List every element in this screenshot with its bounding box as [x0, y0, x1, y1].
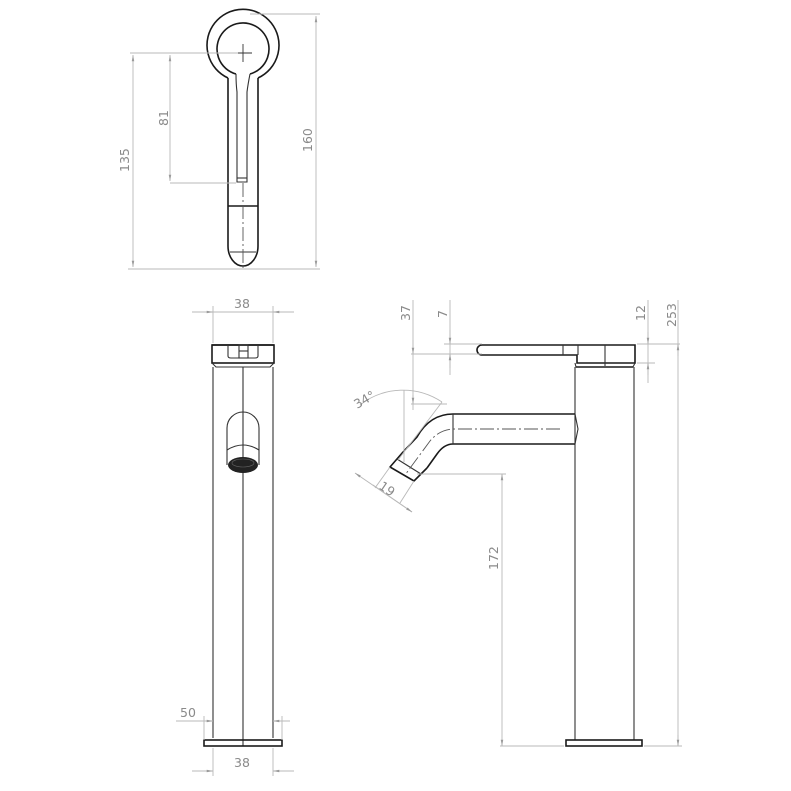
dim-19-label: 19: [376, 478, 398, 499]
cap: [211, 344, 275, 364]
dim-160-label: 160: [300, 128, 315, 152]
dim-172-label: 172: [486, 546, 501, 570]
dim-12-label: 12: [633, 305, 648, 321]
side-base-plate: [565, 739, 643, 747]
handle-ring-inner: [216, 22, 270, 75]
dim-50-label: 50: [180, 705, 196, 720]
dim-34-label: 34°: [351, 388, 378, 412]
top-view: 81 135 160: [117, 8, 320, 270]
spout-tip: [388, 451, 428, 483]
aerator: [228, 457, 258, 473]
handle-ring-outer: [206, 8, 280, 79]
lever-slot: [235, 73, 251, 183]
dim-38-top-label: 38: [234, 296, 250, 311]
spout-bottom: [426, 443, 575, 469]
base-plate: [203, 739, 283, 747]
dim-253-label: 253: [664, 303, 679, 327]
dim-38-bottom-label: 38: [234, 755, 250, 770]
lever-body: [227, 78, 259, 267]
dim-81-label: 81: [156, 110, 171, 126]
dim-135-label: 135: [117, 148, 132, 172]
dim-7-label: 7: [435, 310, 450, 318]
angle-arc: [359, 389, 443, 406]
side-view: 37 7 12 253 172 34° 19: [351, 300, 682, 747]
dim-37-label: 37: [398, 305, 413, 321]
spout-opening: [226, 411, 260, 465]
front-view: 38 50 38: [176, 296, 294, 776]
lever: [476, 344, 636, 364]
